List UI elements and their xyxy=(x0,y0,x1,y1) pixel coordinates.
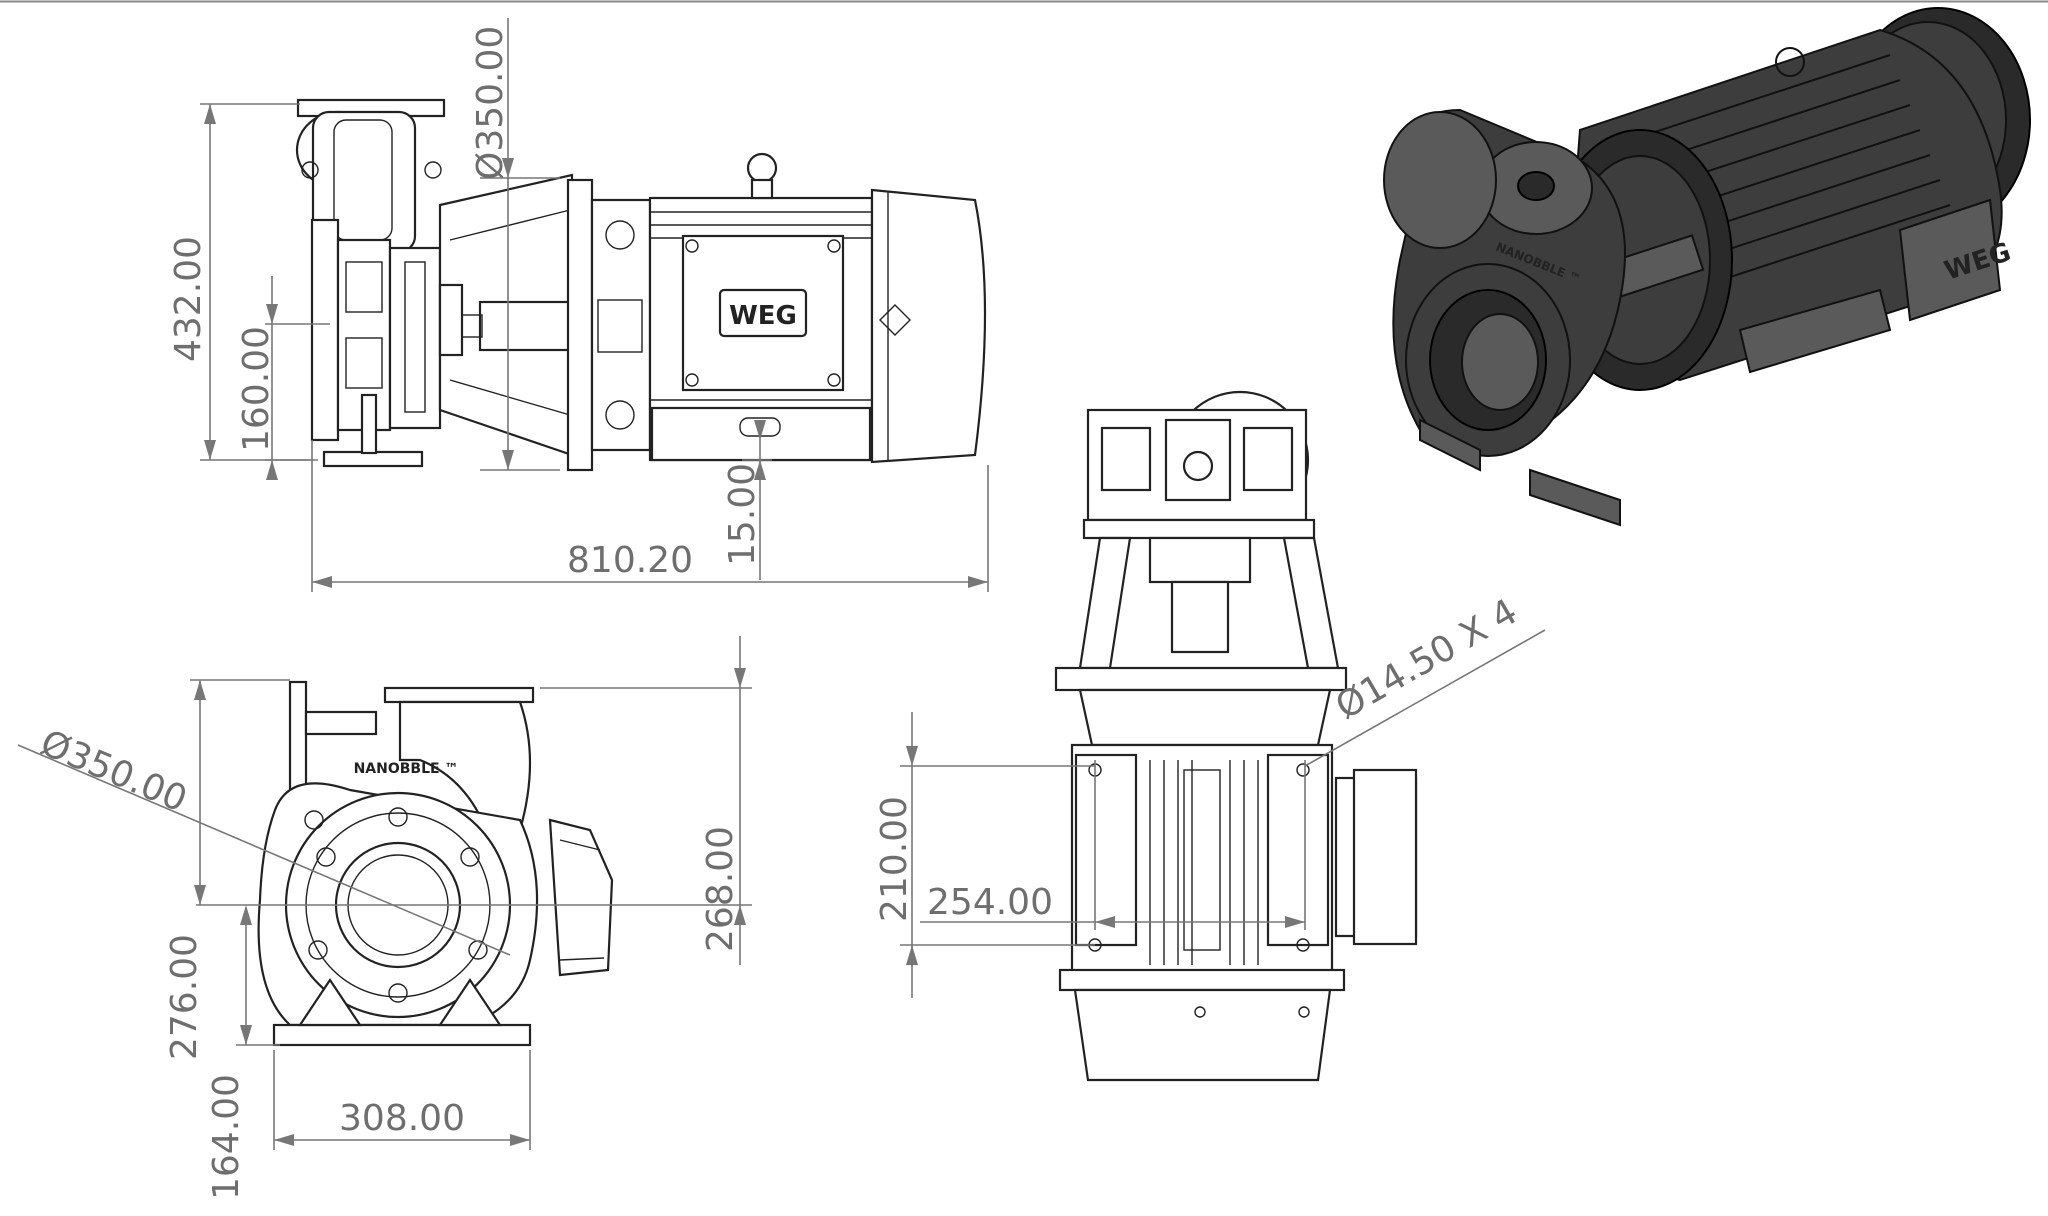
dim-flange-diameter-side: Ø350.00 xyxy=(470,26,511,180)
dim-hole-spacing-vertical: 210.00 xyxy=(874,796,915,922)
dim-mounting-holes: Ø14.50 X 4 xyxy=(1329,591,1524,727)
dim-shaft-height: 160.00 xyxy=(236,326,277,452)
dim-total-height: 268.00 xyxy=(700,826,741,952)
dim-base-height: 164.00 xyxy=(206,1074,247,1200)
side-view-dimensions: 432.00 160.00 Ø350.00 15.00 810.20 xyxy=(168,18,989,592)
front-view: NANOBBLE ™ xyxy=(257,680,614,1047)
dim-hole-spacing-horizontal: 254.00 xyxy=(927,882,1053,923)
side-view: WEG xyxy=(295,98,987,472)
dim-foot-offset: 15.00 xyxy=(722,463,763,566)
rear-view xyxy=(1054,390,1418,1082)
dim-flange-diameter-front: Ø350.00 xyxy=(34,723,192,821)
pump-brand: NANOBBLE ™ xyxy=(354,761,459,777)
motor-logo: WEG xyxy=(729,301,797,331)
isometric-render: WEG NANOBBLE ™ xyxy=(1383,7,2031,527)
dim-overall-length: 810.20 xyxy=(567,540,693,581)
dim-base-width: 308.00 xyxy=(339,1098,465,1139)
dim-overall-height: 432.00 xyxy=(168,236,209,362)
dim-shaft-center-height: 276.00 xyxy=(164,934,205,1060)
